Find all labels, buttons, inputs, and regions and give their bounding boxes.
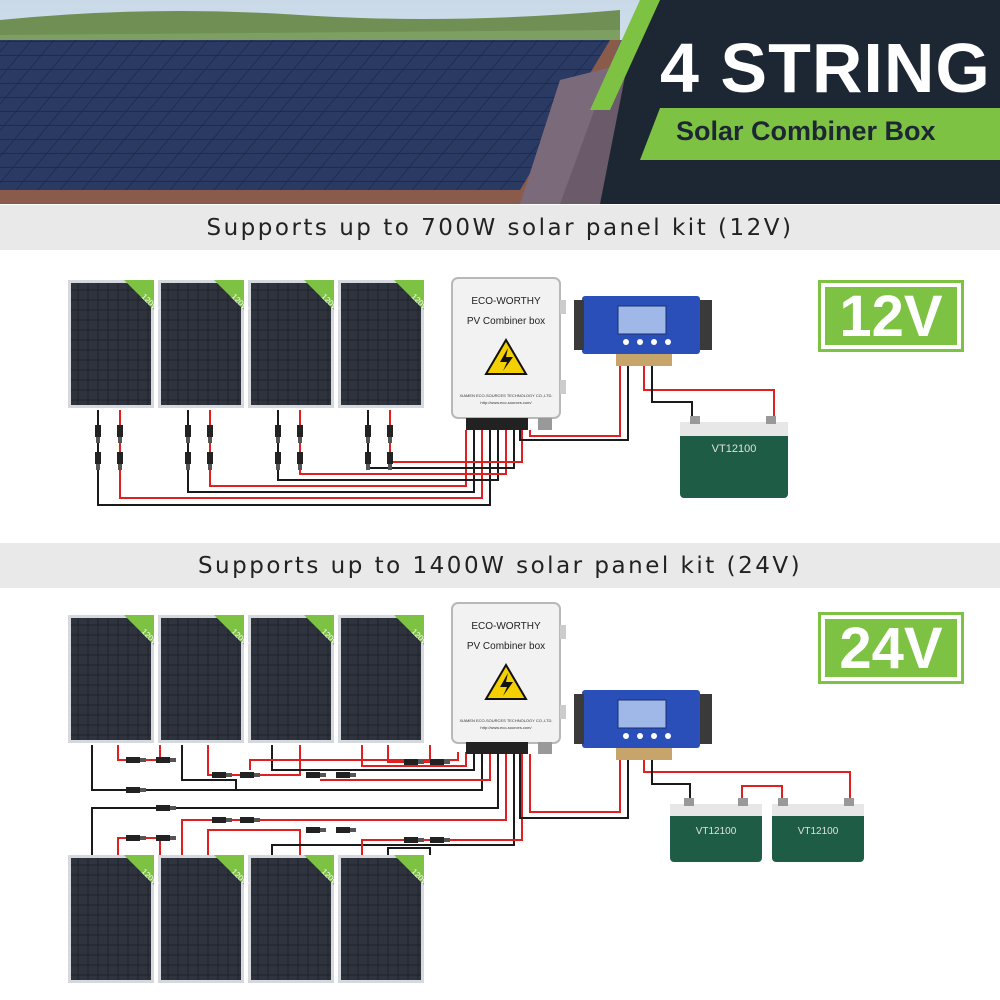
combiner-url: http://www.eco-sources.com/	[480, 725, 532, 730]
hero-subtitle: Solar Combiner Box	[676, 116, 936, 146]
combiner-brand: ECO-WORTHY	[471, 621, 541, 632]
battery-24v-b: VT12100	[772, 798, 864, 862]
combiner-brand: ECO-WORTHY	[471, 296, 541, 307]
hero-banner: 4 STRING Solar Combiner Box	[0, 0, 1000, 204]
controller-wires	[519, 366, 775, 441]
voltage-badge-24v: 24V	[818, 612, 964, 684]
hero-photo	[0, 0, 1000, 204]
voltage-badge-12v: 12V	[818, 280, 964, 352]
combiner-box-24v: ECO-WORTHY PV Combiner box XIAMEN ECO-SO…	[451, 602, 566, 754]
battery-model: VT12100	[712, 443, 757, 455]
panel-wires	[97, 410, 523, 506]
charge-controller-12v	[574, 296, 712, 366]
banner-12v-text: Supports up to 700W solar panel kit (12V…	[206, 214, 794, 241]
combiner-name: PV Combiner box	[467, 316, 545, 327]
battery-12v: VT12100	[680, 416, 788, 498]
banner-24v-text: Supports up to 1400W solar panel kit (24…	[197, 552, 803, 579]
battery-model: VT12100	[798, 826, 839, 837]
controller-wires-24v	[519, 754, 851, 819]
battery-24v-a: VT12100	[670, 798, 762, 862]
banner-24v: Supports up to 1400W solar panel kit (24…	[0, 543, 1000, 588]
battery-model: VT12100	[696, 826, 737, 837]
section-24v: 120W 120W 120W 120W 120W 120W 120W 120W	[68, 602, 864, 983]
voltage-badge-24v-text: 24V	[825, 616, 957, 681]
banner-12v: Supports up to 700W solar panel kit (12V…	[0, 205, 1000, 250]
section-12v: 120W 120W 120W 120W	[68, 277, 788, 506]
combiner-maker: XIAMEN ECO-SOURCES TECHNOLOGY CO.,LTD.	[460, 393, 553, 398]
voltage-badge-12v-text: 12V	[825, 284, 957, 349]
combiner-url: http://www.eco-sources.com/	[480, 400, 532, 405]
mc4-connectors	[95, 425, 393, 470]
combiner-box-12v: ECO-WORTHY PV Combiner box XIAMEN ECO-SO…	[451, 277, 566, 430]
charge-controller-24v	[574, 690, 712, 760]
combiner-name: PV Combiner box	[467, 641, 545, 652]
hero-title: 4 STRING	[660, 29, 991, 107]
combiner-maker: XIAMEN ECO-SOURCES TECHNOLOGY CO.,LTD.	[460, 718, 553, 723]
